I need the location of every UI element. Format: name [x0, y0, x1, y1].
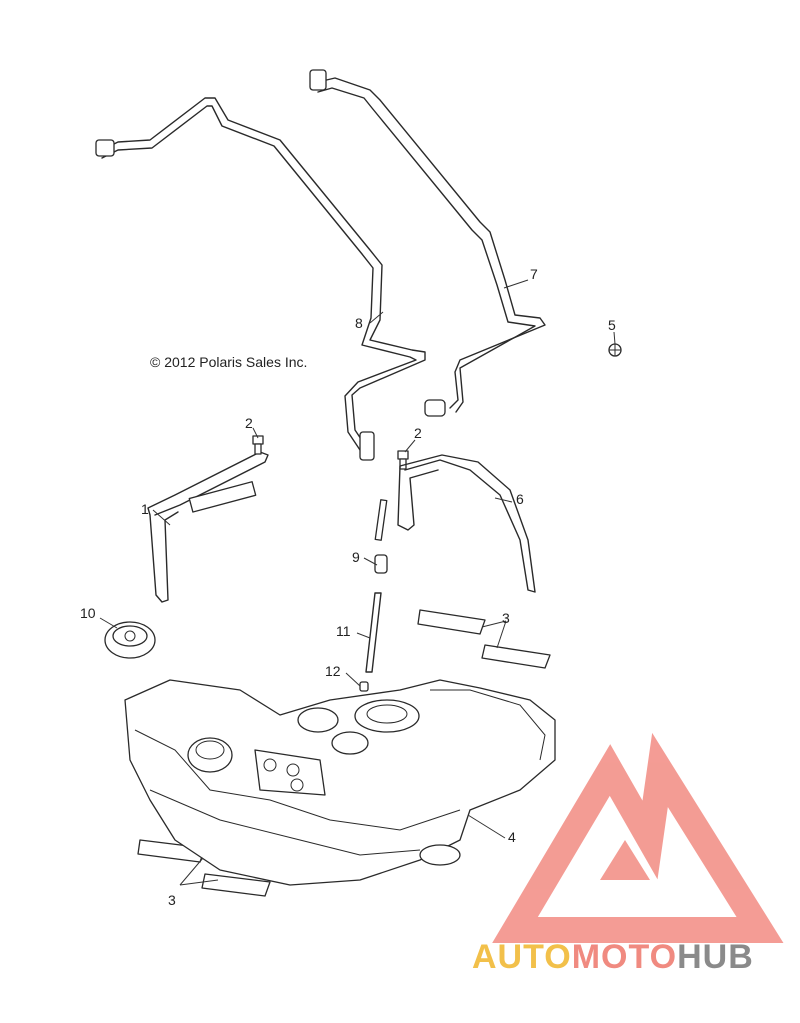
callout-5: 5 [608, 317, 616, 333]
sender-rod-11 [365, 592, 382, 673]
bolt-2a [252, 435, 264, 455]
callout-7: 7 [530, 266, 538, 282]
strap-pad [188, 481, 257, 513]
callout-3a: 3 [502, 610, 510, 626]
callout-12: 12 [325, 663, 341, 679]
callout-1: 1 [141, 501, 149, 517]
valve-icon [297, 707, 339, 733]
fill-neck-icon [187, 737, 233, 773]
callout-10: 10 [80, 605, 96, 621]
push-clip-5 [608, 343, 622, 357]
callout-11: 11 [336, 623, 351, 639]
hose-fitting-icon [424, 399, 446, 417]
tank-pad-3a [417, 609, 551, 669]
callout-3b: 3 [168, 892, 176, 908]
tank-strap-1 [147, 451, 269, 603]
fuel-cap-10 [104, 621, 156, 659]
valve-icon [331, 731, 369, 755]
fuel-pump-icon [354, 699, 420, 733]
callout-labels: 1 2 2 3 3 4 5 6 7 8 9 10 11 12 [80, 266, 616, 908]
vent-hose-7 [309, 69, 546, 417]
strap-pad [374, 499, 388, 541]
callout-2a: 2 [245, 415, 253, 431]
callout-4: 4 [508, 829, 516, 845]
hose-fitting-icon [359, 431, 375, 461]
fitting-12 [359, 681, 369, 692]
fuel-tank-4 [124, 679, 556, 886]
tank-strap-6 [374, 454, 536, 593]
brand-auto: AUTO [472, 938, 572, 976]
grommet-9 [374, 554, 388, 574]
brand-moto: MOTO [571, 938, 678, 976]
brand-hub: HUB [677, 938, 754, 976]
bolt-2b [397, 450, 409, 470]
callout-6: 6 [516, 491, 524, 507]
copyright-text: © 2012 Polaris Sales Inc. [150, 354, 308, 370]
callout-2b: 2 [414, 425, 422, 441]
callout-9: 9 [352, 549, 360, 565]
hose-clip-icon [309, 69, 327, 91]
watermark-brand: AUTOMOTOHUB [472, 938, 754, 977]
vent-hose-8 [95, 97, 426, 461]
watermark-logo-icon [492, 732, 784, 943]
callout-8: 8 [355, 315, 363, 331]
leader-lines [99, 279, 616, 886]
hose-connector-icon [95, 139, 115, 157]
